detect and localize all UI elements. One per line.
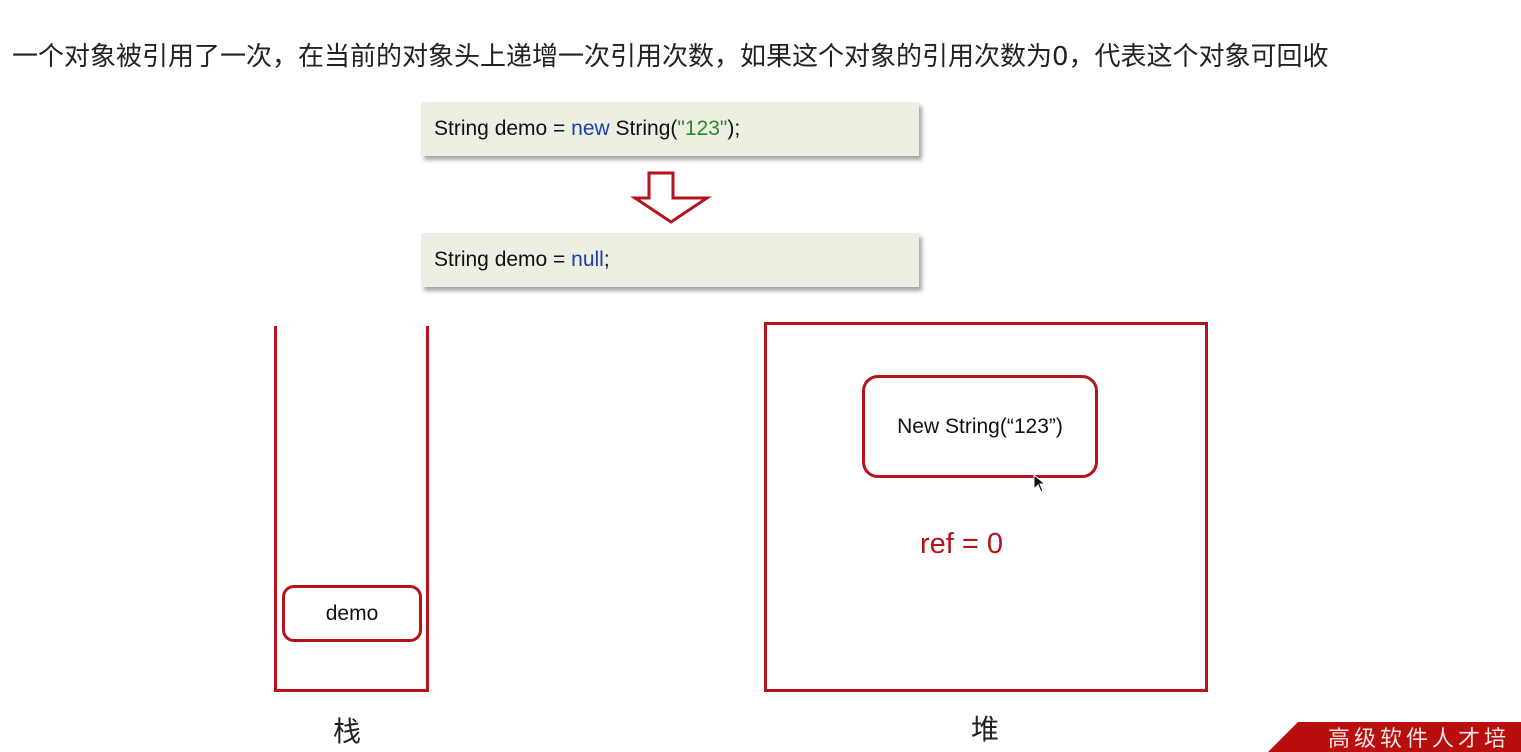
code-after: String demo = null; <box>421 233 919 287</box>
heap-container <box>764 322 1208 692</box>
code-text: String demo = <box>434 117 572 140</box>
ref-value: 0 <box>986 528 1004 560</box>
code-keyword: null <box>571 248 604 271</box>
code-keyword: new <box>571 117 610 140</box>
stack-item-demo: demo <box>282 585 422 642</box>
code-text: ); <box>727 117 741 140</box>
stack-container <box>274 326 429 692</box>
ref-count: ref = 0 <box>920 528 1003 561</box>
heap-object: New String(“123”) <box>862 375 1098 478</box>
ref-label: ref = <box>920 528 987 560</box>
down-arrow-icon <box>630 171 712 224</box>
stack-label: 栈 <box>333 715 362 748</box>
code-string: "123" <box>677 117 728 140</box>
code-text: String demo = <box>434 248 572 271</box>
slide-title: 一个对象被引用了一次，在当前的对象头上递增一次引用次数，如果这个对象的引用次数为… <box>12 42 1329 72</box>
mouse-cursor-icon <box>1033 474 1047 493</box>
code-text: String( <box>609 117 678 140</box>
code-before: String demo = new String("123"); <box>421 102 919 156</box>
heap-label: 堆 <box>971 713 1000 746</box>
code-text: ; <box>603 248 610 271</box>
